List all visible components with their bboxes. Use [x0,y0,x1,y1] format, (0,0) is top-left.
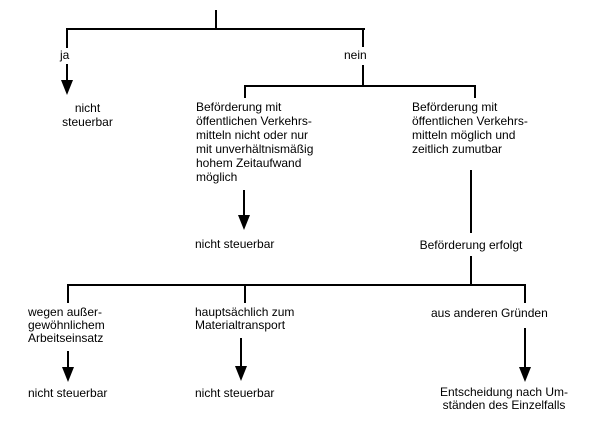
result-sub3-line1: Entscheidung nach Um- [439,385,569,399]
condition-A-line2: öffentlichen Verkehrs- [196,114,312,128]
connector-top-stub [215,10,217,29]
condition-sub2-line1: hauptsächlich zum [195,305,295,319]
arrow-ja-shaft [66,64,68,82]
connector-hline-1 [66,28,365,30]
connector-hline-2 [244,85,476,87]
condition-A-line3: mitteln nicht oder nur [196,128,309,142]
node-condition-B: Beförderung mit öffentlichen Verkehrs- m… [412,100,528,156]
node-condition-sub3: aus anderen Gründen [431,306,548,320]
arrow-sub3-shaft [524,328,526,367]
condition-sub1-line2: gewöhnlichem [28,318,105,332]
node-result-ja: nicht steuerbar [40,101,135,129]
arrow-sub1-head [62,367,74,382]
arrow-sub1-shaft [67,351,69,368]
condition-A-line5: hohem Zeitaufwand [196,156,302,170]
node-befoerderung-erfolgt: Beförderung erfolgt [419,238,523,252]
connector-sub3-drop [524,284,526,303]
condition-A-line6: möglich [196,170,238,184]
arrow-A-shaft [243,190,245,216]
node-condition-sub2: hauptsächlich zum Materialtransport [195,306,294,332]
result-sub3-line2: ständen des Einzelfalls [442,398,566,412]
condition-A-line1: Beförderung mit [196,100,282,114]
connector-sub2-drop [244,284,246,303]
node-result-A: nicht steuerbar [195,237,275,251]
condition-B-line2: öffentlichen Verkehrs- [412,114,528,128]
condition-B-line1: Beförderung mit [412,100,498,114]
connector-node-to-hline3 [470,256,472,286]
node-result-sub2: nicht steuerbar [195,386,275,400]
connector-nein-drop [362,28,364,47]
label-nein: nein [344,48,367,62]
connector-ja-drop [66,28,68,48]
arrow-A-head [238,215,250,230]
node-condition-A: Beförderung mit öffentlichen Verkehrs- m… [196,100,313,184]
connector-nein-lower [362,65,364,87]
connector-B-to-node [470,170,472,233]
node-result-sub3: Entscheidung nach Um- ständen des Einzel… [418,386,590,412]
condition-sub2-line2: Materialtransport [195,318,286,332]
condition-sub1-line3: Arbeitseinsatz [28,331,104,345]
node-result-sub1: nicht steuerbar [28,386,108,400]
arrow-sub2-shaft [240,338,242,367]
arrow-sub2-head [235,366,247,381]
connector-hline-3 [67,284,526,286]
condition-A-line4: mit unverhältnismäßig [196,142,314,156]
condition-sub1-line1: wegen außer- [28,305,103,319]
node-condition-sub1: wegen außer- gewöhnlichem Arbeitseinsatz [28,306,105,345]
connector-condB-drop [474,85,476,98]
connector-condA-drop [244,85,246,98]
condition-B-line3: mitteln möglich und [412,128,516,142]
label-ja: ja [60,48,70,62]
arrow-ja-head [61,80,73,95]
result-ja-line2: steuerbar [62,115,113,129]
arrow-sub3-head [519,367,531,382]
connector-sub1-drop [67,284,69,303]
condition-B-line4: zeitlich zumutbar [412,142,503,156]
result-ja-line1: nicht [74,101,101,115]
